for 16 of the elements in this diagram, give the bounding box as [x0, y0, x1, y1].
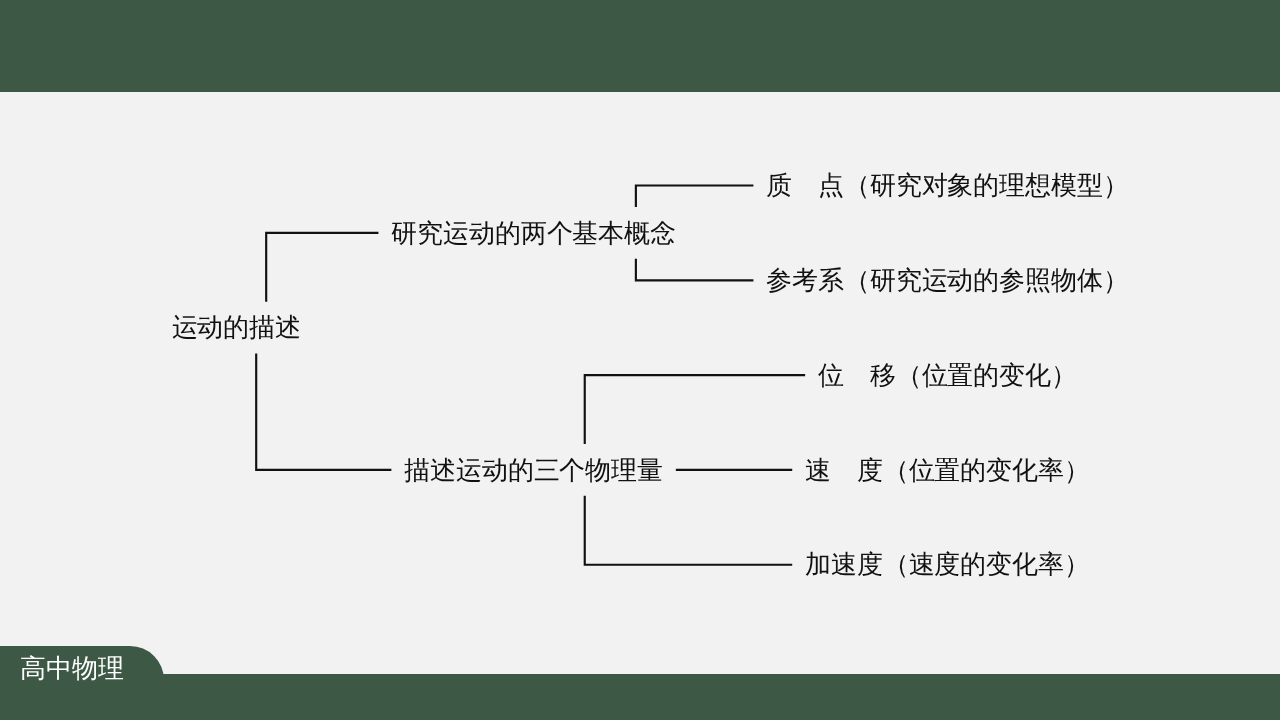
connector	[265, 231, 379, 302]
connector	[255, 353, 392, 471]
connector	[583, 495, 793, 566]
node-text: 研究运动的两个基本概念	[391, 217, 676, 248]
tree-diagram: 运动的描述 研究运动的两个基本概念 质 点（研究对象的理想模型） 参考系（研究运动的参照物体） 描述运动的三个物理量 位 移（位置的变化） 速 度（位置的变化率） 加速度（速度的变化率）	[150, 150, 1150, 600]
node-text: 运动的描述	[171, 312, 301, 343]
connector	[634, 258, 754, 282]
node-text: 速 度（位置的变化率）	[805, 454, 1090, 485]
connector	[583, 373, 806, 444]
node-text: 加速度（速度的变化率）	[805, 549, 1090, 580]
node-text: 质 点（研究对象的理想模型）	[766, 170, 1129, 201]
connector	[674, 468, 793, 471]
node-text: 描述运动的三个物理量	[404, 454, 663, 485]
node-text: 位 移（位置的变化）	[818, 359, 1077, 391]
node-text: 参考系（研究运动的参照物体）	[766, 265, 1129, 296]
connector	[634, 184, 754, 207]
